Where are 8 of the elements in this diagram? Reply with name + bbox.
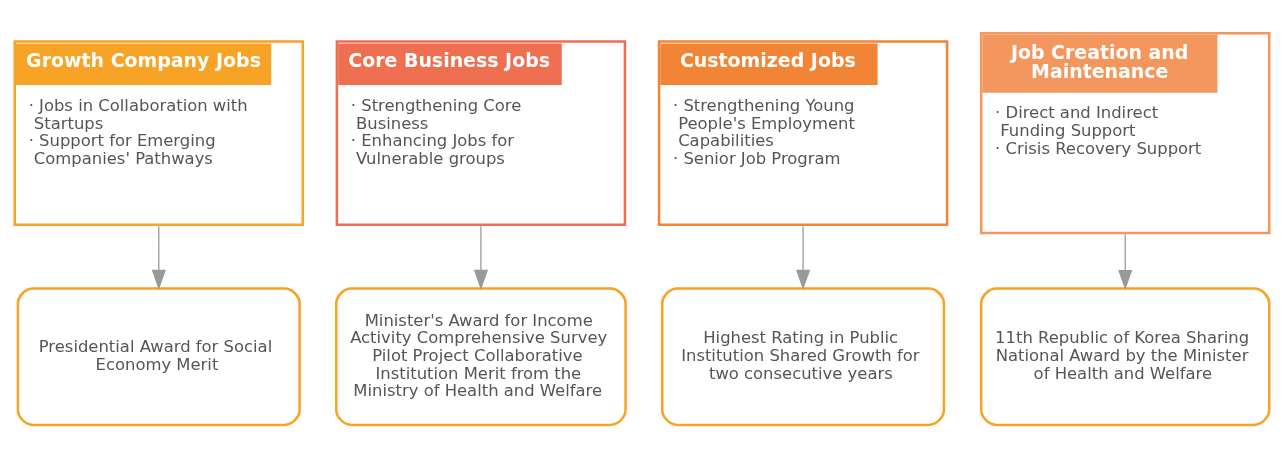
arrow (1118, 233, 1133, 291)
arrow (796, 225, 811, 291)
node-box: Presidential Award for Social Economy Merit (16, 287, 301, 427)
arrow (151, 225, 166, 291)
arrow (473, 225, 488, 291)
node-box: Highest Rating in Public Institution Shared Growth for two consecutive years (660, 287, 946, 427)
node-box: Minister's Award for Income Activity Comprehensive Survey Pilot Project Collaborative Institution Merit from the Ministry of Health and Welfare (335, 287, 627, 427)
node-box: 11th Republic of Korea Sharing National Award by the Minister of Health and Welfare (979, 287, 1271, 427)
